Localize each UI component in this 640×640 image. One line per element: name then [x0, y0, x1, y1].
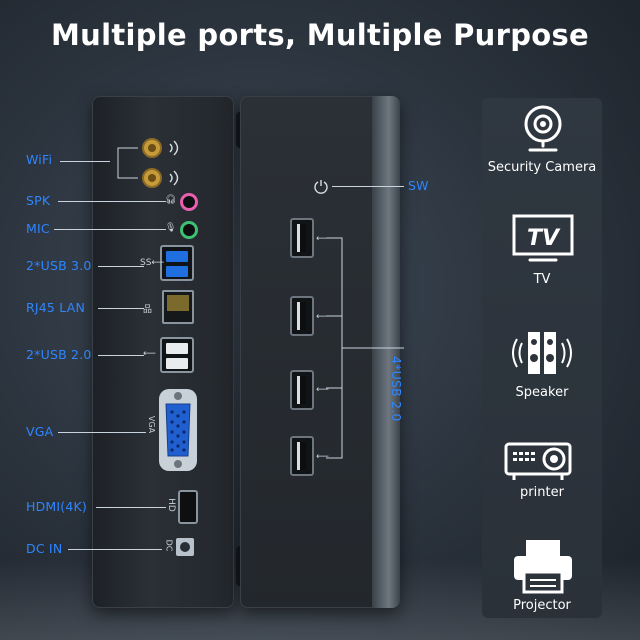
usb-logo-icon: ⟵	[316, 385, 329, 395]
projector-icon	[504, 442, 572, 480]
leader-line	[98, 266, 144, 267]
mic-icon: 🎙︎	[165, 223, 177, 233]
svg-text:TV: TV	[527, 226, 561, 251]
hdmi-mark: HD	[165, 498, 176, 512]
leader-line	[68, 549, 162, 550]
port-label-spk: SPK	[26, 193, 51, 208]
app-label-security-camera: Security Camera	[487, 160, 597, 175]
port-label-sw: SW	[408, 178, 429, 193]
app-label-tv: TV	[533, 272, 551, 287]
usb2-logo-icon: ⟵	[143, 349, 156, 359]
port-label-usb3: 2*USB 3.0	[26, 258, 92, 273]
port-label-hdmi: HDMI(4K)	[26, 499, 87, 514]
leader-line	[58, 201, 166, 202]
app-label-speaker: Speaker	[515, 385, 569, 400]
port-label-wifi: WiFi	[26, 152, 53, 167]
tv-icon: TV	[512, 214, 574, 262]
page-title: Multiple ports, Multiple Purpose	[50, 18, 590, 52]
port-label-dc: DC IN	[26, 541, 63, 556]
port-label-4usb: 4*USB 2.0	[389, 356, 404, 422]
usb2-port	[290, 218, 314, 258]
usb2-port	[290, 436, 314, 476]
usb2-port	[290, 296, 314, 336]
mini-pc-edge	[372, 96, 400, 608]
port-label-rj45: RJ45 LAN	[26, 300, 86, 315]
hdmi-port	[178, 490, 198, 524]
leader-line	[98, 355, 144, 356]
dc-mark: DC	[164, 539, 174, 552]
power-icon	[314, 180, 328, 194]
mic-jack	[180, 221, 198, 239]
usb-logo-icon: ⟵	[316, 312, 329, 322]
vga-mark: VGA	[147, 415, 157, 434]
webcam-icon	[524, 105, 562, 152]
port-label-vga: VGA	[26, 424, 54, 439]
app-label-projector: Projector	[513, 598, 571, 613]
usb2-port	[290, 370, 314, 410]
wifi-antenna-icon	[142, 138, 179, 188]
usb-bracket	[326, 237, 404, 459]
leader-line	[58, 432, 146, 433]
leader-line	[98, 308, 144, 309]
dc-port	[176, 538, 194, 556]
usb-logo-icon: ⟵	[316, 234, 329, 244]
port-label-mic: MIC	[26, 221, 50, 236]
lan-icon: 品	[143, 305, 153, 315]
usb-logo-icon: ⟵	[316, 452, 329, 462]
leader-line	[96, 507, 166, 508]
rj45-port	[162, 290, 194, 324]
app-label-printer: printer	[520, 485, 564, 500]
printer-icon	[514, 540, 572, 594]
speaker-icon	[512, 332, 572, 374]
port-label-usb2: 2*USB 2.0	[26, 347, 92, 362]
headphone-icon: 🎧︎	[165, 195, 177, 205]
wifi-bracket	[117, 147, 138, 179]
leader-line	[332, 186, 404, 187]
usb2-port-pair	[160, 337, 194, 373]
leader-line	[54, 229, 166, 230]
speaker-jack	[180, 193, 198, 211]
leader-line	[60, 161, 110, 162]
vga-port	[159, 389, 197, 471]
applications-panel: Security Camera TV TV Speaker printer Pr…	[482, 98, 602, 618]
usb3-port-pair	[160, 245, 194, 281]
usb3-logo-icon: SS⟵	[140, 258, 165, 268]
